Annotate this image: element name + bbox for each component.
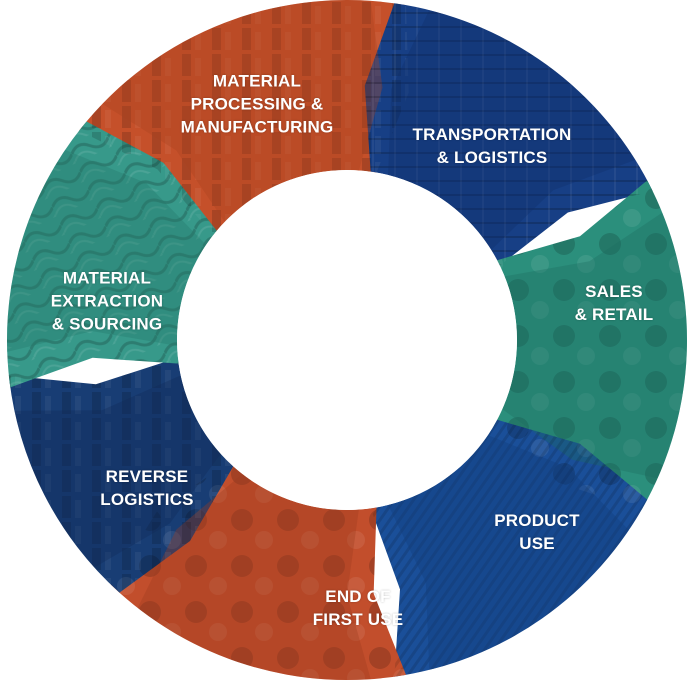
label-end-of-first-use: END OF FIRST USE xyxy=(313,585,404,631)
segment-shade-reverse-logistics xyxy=(14,375,221,568)
segment-texture-transportation xyxy=(364,3,653,266)
label-line: PRODUCT xyxy=(494,511,580,530)
label-material-extraction: MATERIAL EXTRACTION & SOURCING xyxy=(51,267,164,336)
segment-shade-material-extraction xyxy=(7,149,207,352)
label-sales-retail: SALES & RETAIL xyxy=(575,280,654,326)
label-material-processing: MATERIAL PROCESSING & MANUFACTURING xyxy=(181,70,334,139)
center-hole xyxy=(177,170,517,510)
segment-texture-reverse-logistics xyxy=(8,357,234,593)
label-line: USE xyxy=(519,534,555,553)
label-line: MATERIAL xyxy=(62,268,152,288)
label-transportation: TRANSPORTATION & LOGISTICS xyxy=(413,123,572,169)
segment-texture-material-extraction xyxy=(6,121,217,388)
label-line: EXTRACTION xyxy=(50,291,164,311)
label-product-use: PRODUCT USE xyxy=(494,509,579,555)
label-line: END OF xyxy=(325,587,391,606)
label-line: PROCESSING & xyxy=(190,94,324,114)
label-line: & SOURCING xyxy=(51,314,163,334)
segment-shade-transportation xyxy=(388,10,636,250)
label-line: MANUFACTURING xyxy=(180,117,334,137)
label-line: & LOGISTICS xyxy=(436,148,548,167)
segment-shade-material-processing xyxy=(102,0,383,222)
label-line: MATERIAL xyxy=(212,71,302,91)
segment-shade-product-use xyxy=(388,435,629,670)
label-reverse-logistics: REVERSE LOGISTICS xyxy=(100,465,193,511)
segment-texture-product-use xyxy=(370,419,648,677)
label-line: SALES xyxy=(585,282,643,301)
label-line: FIRST USE xyxy=(312,610,404,629)
segment-texture-material-processing xyxy=(79,0,409,236)
segment-texture-sales-retail xyxy=(494,180,688,510)
label-line: TRANSPORTATION xyxy=(412,125,572,144)
segment-shade-sales-retail xyxy=(502,212,687,479)
label-line: & RETAIL xyxy=(574,305,654,324)
label-line: REVERSE xyxy=(105,467,189,486)
label-line: LOGISTICS xyxy=(100,490,194,509)
